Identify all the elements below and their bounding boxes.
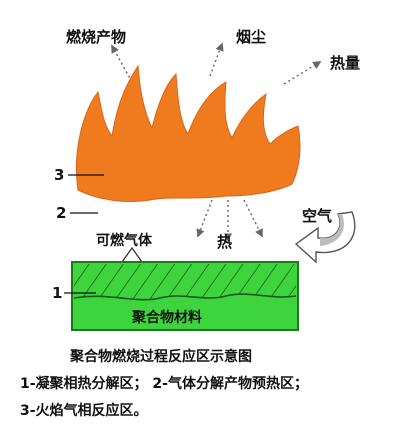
label-heat-down: 热 <box>217 233 232 251</box>
arrow-heat-right <box>243 199 263 238</box>
label-air: 空气 <box>302 207 332 225</box>
arrow-to-smoke <box>209 42 224 77</box>
label-zone-2: 2 <box>56 204 66 222</box>
pyrolysis-boundary <box>73 293 297 301</box>
label-zone-3: 3 <box>54 166 64 184</box>
pyrolysis-zone-hatch <box>74 264 296 300</box>
flame-zone <box>75 64 301 203</box>
caption-zone-3: 3-火焰气相反应区。 <box>20 403 148 419</box>
air-curved-arrow-shade <box>320 214 344 246</box>
arrow-to-heat <box>283 61 322 85</box>
caption-title: 聚合物燃烧过程反应区示意图 <box>70 349 252 365</box>
label-polymer-material: 聚合物材料 <box>131 309 202 326</box>
arrow-to-products <box>111 44 133 83</box>
arrow-heat-left <box>196 199 213 238</box>
label-combustion-products: 燃烧产物 <box>66 28 126 46</box>
label-heat: 热量 <box>330 54 360 72</box>
label-smoke: 烟尘 <box>236 28 266 46</box>
label-combustible-gas: 可燃气体 <box>96 232 153 249</box>
label-zone-1: 1 <box>52 284 62 302</box>
caption-zone-1-2: 1-凝聚相热分解区； 2-气体分解产物预热区； <box>20 376 308 392</box>
